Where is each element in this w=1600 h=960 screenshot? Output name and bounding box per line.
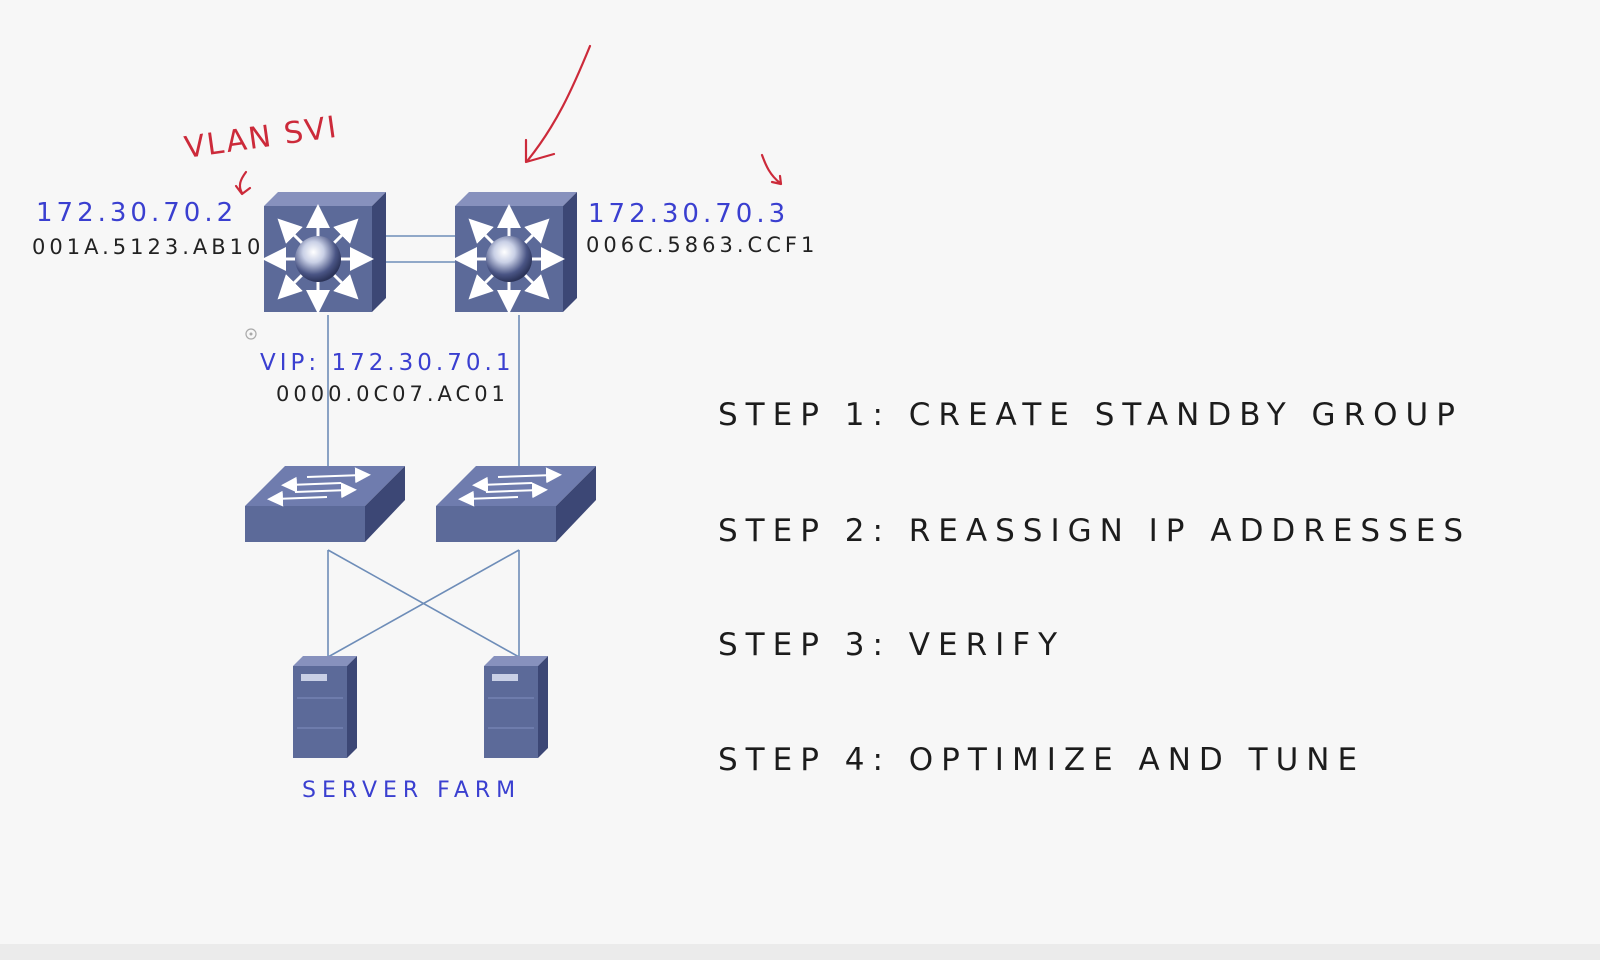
right-router-ip: 172.30.70.3 xyxy=(588,199,789,229)
server-farm-label: SERVER FARM xyxy=(302,778,521,803)
cursor-dot-center-icon xyxy=(249,332,253,336)
link-right-switch-left-server xyxy=(327,549,520,658)
right-switch-icon[interactable] xyxy=(436,466,596,542)
left-switch-icon[interactable] xyxy=(245,466,405,542)
right-router-icon[interactable] xyxy=(455,192,577,312)
steps-list: STEP 1: CREATE STANDBY GROUP STEP 2: REA… xyxy=(718,397,1471,778)
left-router-mac: 001A.5123.AB10 xyxy=(32,235,264,259)
right-router-mac: 006C.5863.CCF1 xyxy=(586,233,818,257)
step-4: STEP 4: OPTIMIZE AND TUNE xyxy=(718,742,1365,778)
cursor-dot-icon xyxy=(245,328,257,340)
bottom-shade xyxy=(0,944,1600,960)
step-2: STEP 2: REASSIGN IP ADDRESSES xyxy=(718,513,1471,549)
step-1: STEP 1: CREATE STANDBY GROUP xyxy=(718,397,1463,433)
vlan-svi-annotation: VLAN SVI xyxy=(182,110,340,166)
tick-mark-icon xyxy=(760,153,783,186)
step-3: STEP 3: VERIFY xyxy=(718,627,1065,663)
left-server-icon[interactable] xyxy=(292,655,358,759)
vlan-svi-arrow-icon xyxy=(234,170,252,196)
pointer-arrow-icon xyxy=(524,44,592,164)
links xyxy=(327,235,520,658)
left-router-icon[interactable] xyxy=(264,192,386,312)
left-router-ip: 172.30.70.2 xyxy=(36,198,237,228)
virtual-ip: VIP: 172.30.70.1 xyxy=(260,350,514,376)
virtual-mac: 0000.0C07.AC01 xyxy=(276,382,509,406)
right-server-icon[interactable] xyxy=(483,655,549,759)
